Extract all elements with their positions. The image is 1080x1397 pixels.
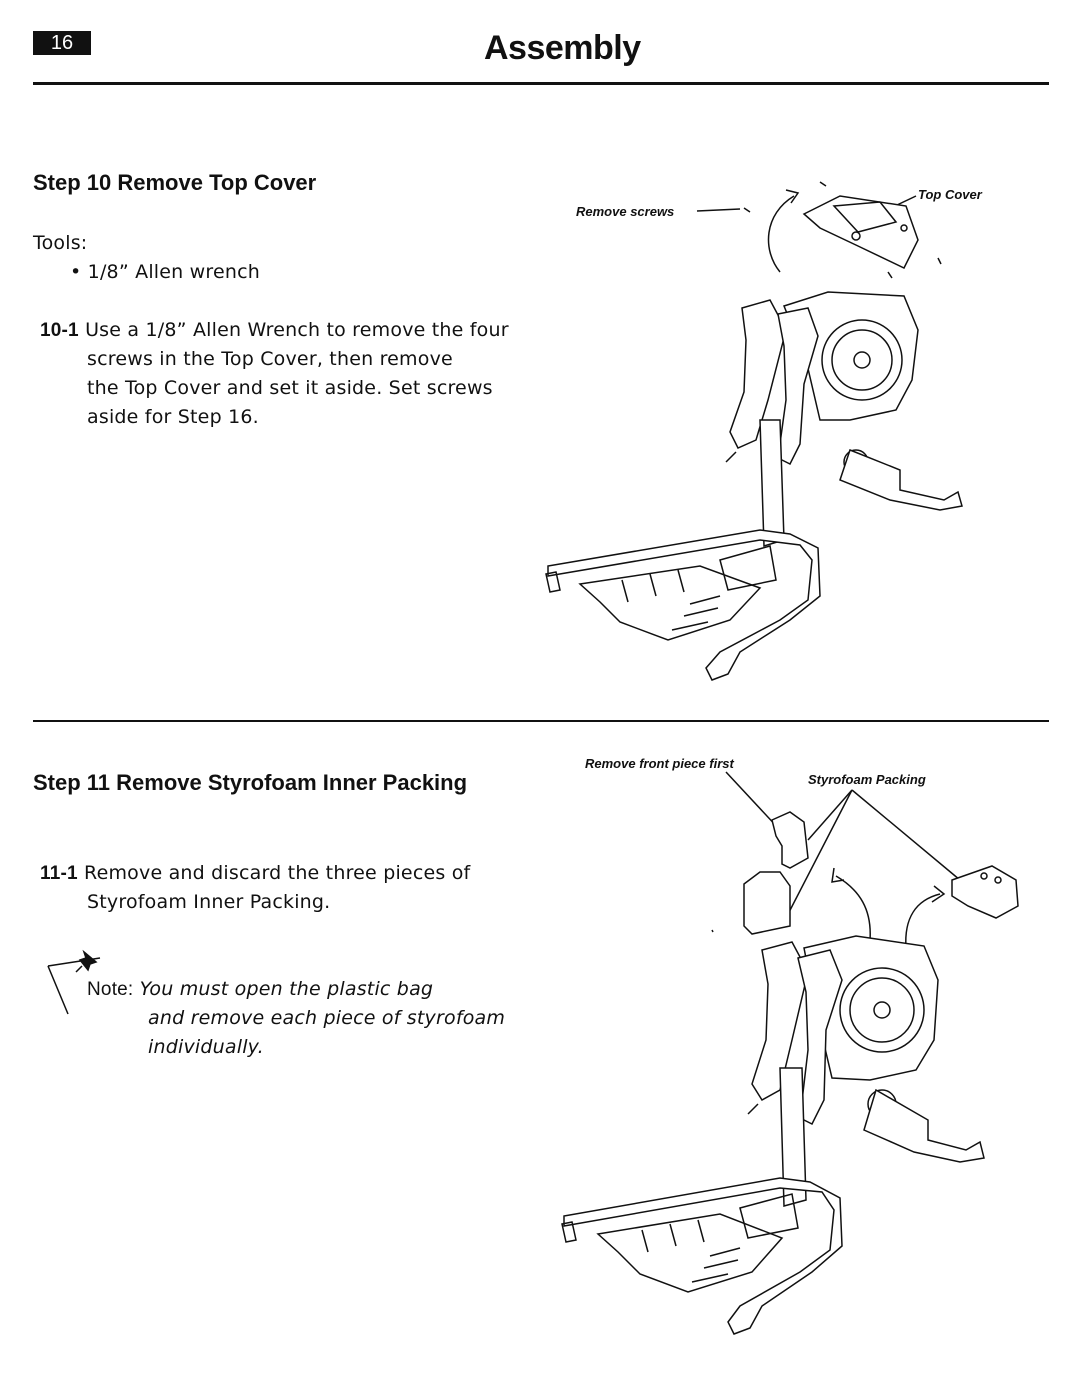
instruction-number: 11-1 (40, 863, 78, 884)
step-11-title: Step 11 Remove Styrofoam Inner Packing (33, 770, 468, 795)
callout-top-cover: Top Cover (918, 187, 982, 202)
instruction-number: 10-1 (40, 320, 79, 341)
instruction-line: the Top Cover and set it aside. Set scre… (87, 377, 493, 399)
instruction-10-1: 10-1 Use a 1/8” Allen Wrench to remove t… (40, 316, 509, 345)
tool-item-text: 1/8” Allen wrench (87, 261, 261, 283)
note-line-2: and remove each piece of styrofoam (148, 1007, 506, 1029)
instruction-line: Styrofoam Inner Packing. (87, 891, 331, 913)
tools-label: Tools: (33, 232, 88, 254)
header-divider (33, 82, 1049, 85)
instruction-line: screws in the Top Cover, then remove (87, 348, 453, 370)
page-title: Assembly (484, 29, 641, 67)
instruction-line: Use a 1/8” Allen Wrench to remove the fo… (85, 319, 509, 341)
page-number-badge: 16 (33, 31, 91, 55)
note-line-3: individually. (148, 1036, 264, 1058)
step-10-title: Step 10 Remove Top Cover (33, 170, 317, 195)
step-10-illustration (545, 181, 963, 681)
note-label: Note: (87, 979, 134, 1000)
callout-styrofoam-packing: Styrofoam Packing (808, 772, 926, 787)
instruction-11-1: 11-1 Remove and discard the three pieces… (40, 859, 470, 888)
note-line-1: Note: You must open the plastic bag (87, 975, 433, 1004)
pushpin-icon (47, 949, 101, 1015)
instruction-line: aside for Step 16. (87, 406, 259, 428)
callout-remove-front-piece: Remove front piece first (585, 756, 734, 771)
tool-item: • 1/8” Allen wrench (70, 258, 260, 287)
callout-remove-screws: Remove screws (576, 204, 675, 219)
instruction-line: Remove and discard the three pieces of (84, 862, 471, 884)
bullet-icon: • (70, 261, 82, 283)
section-divider (33, 720, 1049, 722)
note-text: You must open the plastic bag (139, 978, 434, 1000)
